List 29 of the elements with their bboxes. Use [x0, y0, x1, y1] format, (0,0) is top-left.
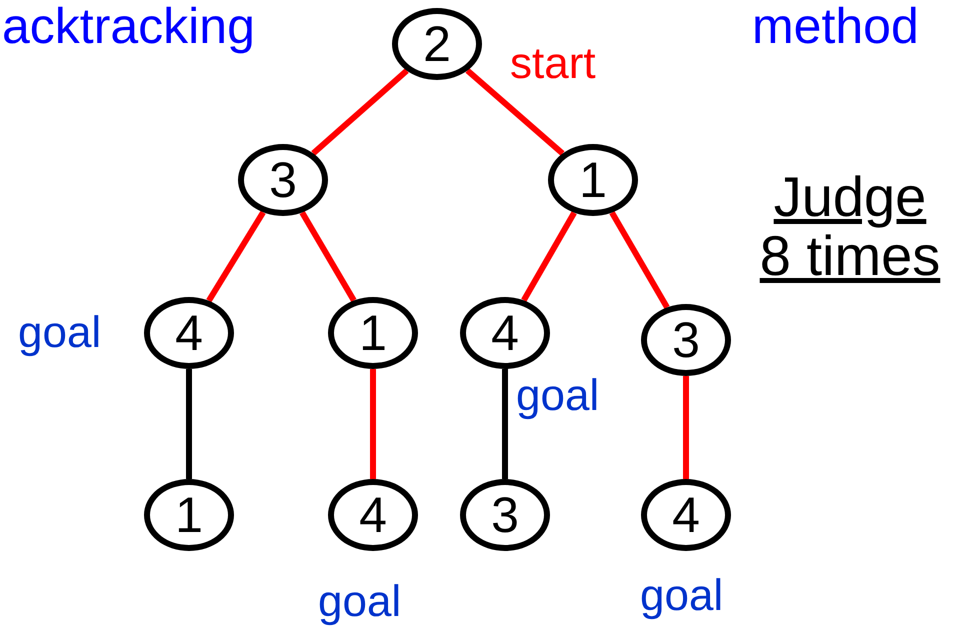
node-number: 4 [672, 490, 700, 540]
tree-edge [683, 376, 689, 479]
tree-edge [521, 211, 577, 302]
node-number: 3 [672, 315, 700, 365]
node-number: 3 [491, 490, 519, 540]
node-number: 4 [359, 490, 387, 540]
node-number: 1 [359, 308, 387, 358]
title-text: acktracking [2, 0, 255, 52]
tree-edge [465, 68, 565, 156]
tree-edge [300, 211, 356, 302]
node-number: 1 [175, 490, 203, 540]
node-number: 3 [269, 155, 297, 205]
node-caption: goal [18, 309, 102, 358]
node-caption: goal [640, 572, 724, 620]
node-caption: goal [516, 372, 600, 420]
node-number: 1 [579, 155, 607, 205]
node-number: 4 [175, 308, 203, 358]
title-text: method [752, 0, 919, 52]
node-caption: goal [318, 578, 402, 626]
tree-edge [609, 211, 670, 309]
node-caption: start [510, 40, 596, 88]
node-number: 2 [423, 19, 451, 69]
tree-edge [311, 68, 409, 156]
tree-edge [206, 210, 266, 302]
tree-edge [370, 369, 376, 479]
note-text: Judge 8 times [758, 168, 942, 286]
tree-edge [186, 369, 192, 479]
tree-edge [502, 369, 508, 479]
node-number: 4 [491, 308, 519, 358]
